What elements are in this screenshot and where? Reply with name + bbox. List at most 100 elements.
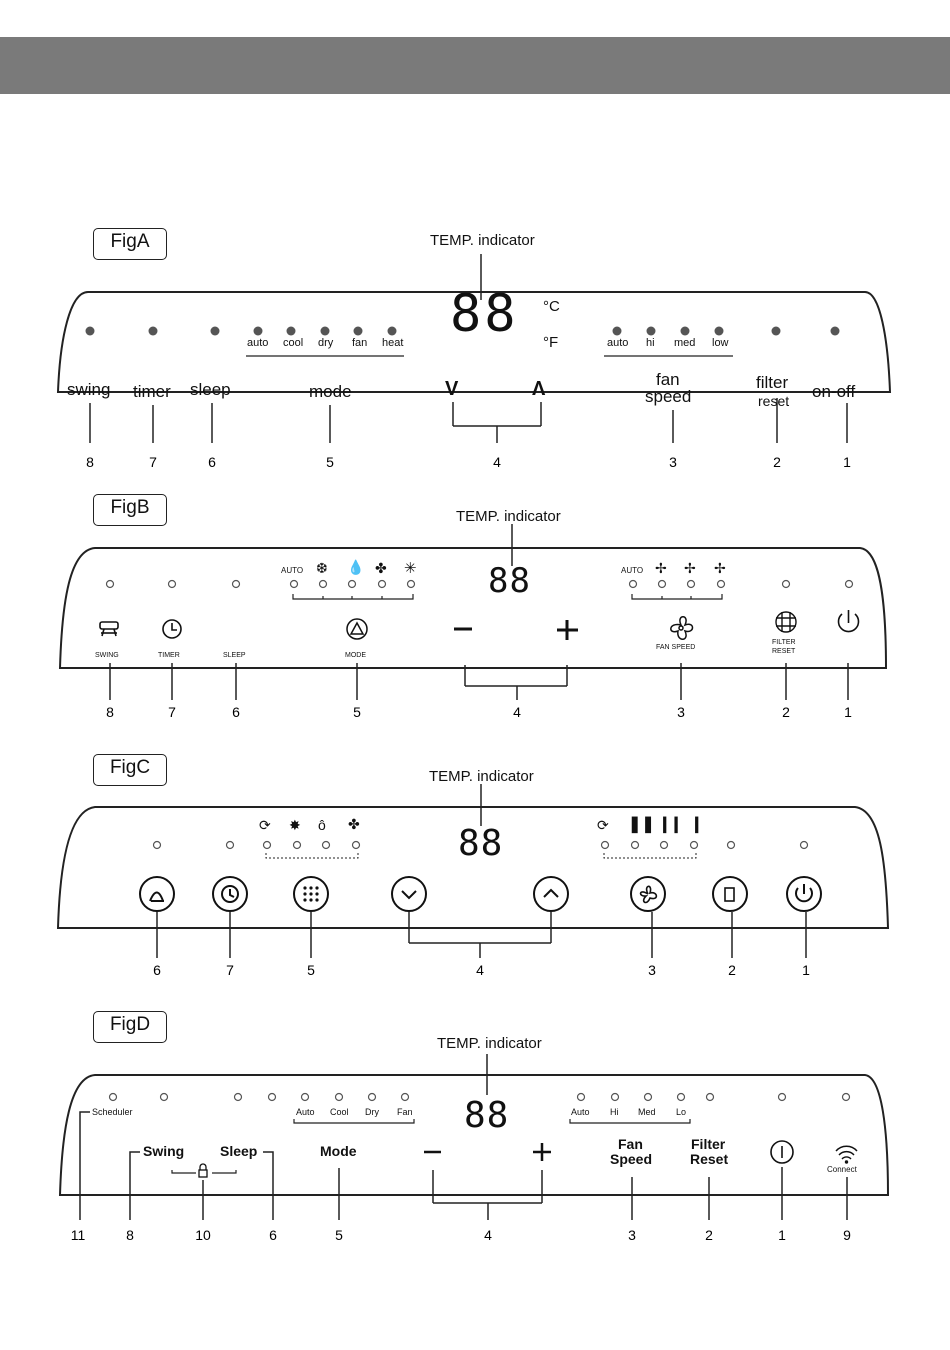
- figA-callout-number: 8: [86, 454, 94, 470]
- figC-fan-auto-cycle-icon: ⟳: [597, 817, 609, 833]
- figD-fan-led-med: Med: [638, 1107, 656, 1117]
- figC-timer-button[interactable]: [212, 876, 248, 912]
- figD-callout-number: 9: [843, 1227, 851, 1243]
- figB-sleep-label: SLEEP: [223, 652, 246, 659]
- figB-drop-icon: 💧: [347, 559, 365, 575]
- figA-fan-led-hi: hi: [646, 337, 655, 349]
- figA-label: FigA: [93, 228, 167, 260]
- figC-label: FigC: [93, 754, 167, 786]
- figB-swing-icon[interactable]: [99, 621, 119, 637]
- figB-callout-number: 7: [168, 704, 176, 720]
- figD-callout-number: 3: [628, 1227, 636, 1243]
- figC-callout-number: 7: [226, 962, 234, 978]
- figB-callout-number: 3: [677, 704, 685, 720]
- figA-filter-reset-button[interactable]: reset: [758, 393, 790, 409]
- figB-filter-icon[interactable]: [775, 611, 797, 633]
- figD-led-cool: Cool: [330, 1107, 349, 1117]
- figB-timer-label: TIMER: [158, 652, 180, 659]
- figB-fan-speed-label: FAN SPEED: [656, 644, 696, 651]
- figA-timer-button[interactable]: timer: [133, 382, 171, 401]
- figB-filter-label-2: RESET: [772, 648, 796, 655]
- figC-fan-mode-icon: ✤: [348, 816, 360, 832]
- figA-temp-indicator-label: TEMP. indicator: [430, 232, 535, 249]
- figA-callout-number: 7: [149, 454, 157, 470]
- figD-wifi-icon[interactable]: [835, 1145, 858, 1164]
- figA-led-heat: heat: [382, 337, 404, 349]
- figC-filter-button[interactable]: [712, 876, 748, 912]
- figA-callout-number: 2: [773, 454, 781, 470]
- figD-lock-icon: [198, 1163, 208, 1178]
- figC-two-bars-icon: ❙❙: [658, 816, 683, 833]
- figB-snowflake-icon: ❆: [316, 560, 328, 576]
- figB-fan-speed-icon[interactable]: [670, 616, 694, 640]
- figD-scheduler-label[interactable]: Scheduler: [92, 1107, 133, 1117]
- figA-fan-led-auto: auto: [607, 337, 629, 349]
- figB-timer-icon[interactable]: [162, 619, 182, 639]
- figA-callout-number: 5: [326, 454, 334, 470]
- figB-mode-icon[interactable]: [346, 618, 368, 640]
- figD-fan-speed-button[interactable]: Speed: [610, 1151, 653, 1167]
- figA-led-dry: dry: [318, 337, 334, 349]
- figC-sun-icon: ✸: [289, 817, 301, 833]
- figD-mode-button[interactable]: Mode: [320, 1143, 357, 1159]
- figD-temp-indicator-label: TEMP. indicator: [437, 1035, 542, 1052]
- figB-moon-icon[interactable]: [228, 620, 246, 640]
- figC-power-button[interactable]: [786, 876, 822, 912]
- figA-temp-down-button[interactable]: V: [445, 378, 459, 400]
- figD-power-button[interactable]: [770, 1140, 794, 1164]
- figD-sleep-button[interactable]: Sleep: [220, 1143, 258, 1159]
- figB-temp-indicator-label: TEMP. indicator: [456, 508, 561, 525]
- figC-temp-up-button[interactable]: [533, 876, 569, 912]
- figD-filter-reset-button[interactable]: Reset: [690, 1151, 729, 1167]
- figC-mode-dots-icon: [303, 886, 319, 902]
- figB-swing-label: SWING: [95, 652, 119, 659]
- figA-led-auto: auto: [247, 337, 269, 349]
- figC-callout-number: 2: [728, 962, 736, 978]
- figC-mode-button[interactable]: [293, 876, 329, 912]
- figD-led-fan: Fan: [397, 1107, 413, 1117]
- figB-fan-icon: ✤: [375, 560, 387, 576]
- figB-label: FigB: [93, 494, 167, 526]
- figB-plus-button[interactable]: [557, 620, 578, 640]
- figC-fan-speed-button[interactable]: [630, 876, 666, 912]
- figD-filter-label-1: Filter: [691, 1136, 726, 1152]
- figD-led-auto: Auto: [296, 1107, 315, 1117]
- figD-connect-label: Connect: [827, 1165, 857, 1174]
- figD-label: FigD: [93, 1011, 167, 1043]
- figB-power-icon[interactable]: [837, 610, 860, 633]
- figC-callout-number: 1: [802, 962, 810, 978]
- figA-mode-button[interactable]: mode: [309, 382, 352, 401]
- figA-fan-speed-button[interactable]: speed: [645, 387, 692, 406]
- figC-temp-down-button[interactable]: [391, 876, 427, 912]
- figB-mode-label: MODE: [345, 652, 366, 659]
- figC-callout-number: 3: [648, 962, 656, 978]
- figA-temp-up-button[interactable]: Λ: [532, 378, 546, 400]
- figA-unit-f: °F: [543, 334, 559, 351]
- figC-clock-icon: [221, 885, 239, 903]
- figC-digits: 88: [458, 823, 504, 864]
- figA-onoff-button[interactable]: on-off: [812, 382, 856, 401]
- figB-fan-medium-icon: ✢: [684, 560, 696, 576]
- figC-chevron-down-icon: [401, 890, 417, 900]
- figB-filter-label-1: FILTER: [772, 639, 796, 646]
- figB-mode-auto-label: AUTO: [281, 566, 304, 575]
- figA-callout-number: 4: [493, 454, 501, 470]
- figD-callout-number: 4: [484, 1227, 492, 1243]
- figA-led-fan: fan: [352, 337, 368, 349]
- figB-callout-number: 1: [844, 704, 852, 720]
- figD-led-dry: Dry: [365, 1107, 379, 1117]
- figD-plus-button[interactable]: [533, 1143, 551, 1161]
- figA-swing-button[interactable]: swing: [67, 380, 111, 399]
- figA-sleep-button[interactable]: sleep: [190, 380, 231, 399]
- figA-fan-speed-label-1: fan: [656, 370, 680, 389]
- figB-callout-number: 5: [353, 704, 361, 720]
- figC-sleep-button[interactable]: [139, 876, 175, 912]
- figD-swing-button[interactable]: Swing: [143, 1143, 185, 1159]
- figB-callout-number: 8: [106, 704, 114, 720]
- figD-callout-number: 11: [71, 1227, 86, 1243]
- figB-fan-low-icon: ✢: [714, 560, 726, 576]
- figC-callout-number: 4: [476, 962, 484, 978]
